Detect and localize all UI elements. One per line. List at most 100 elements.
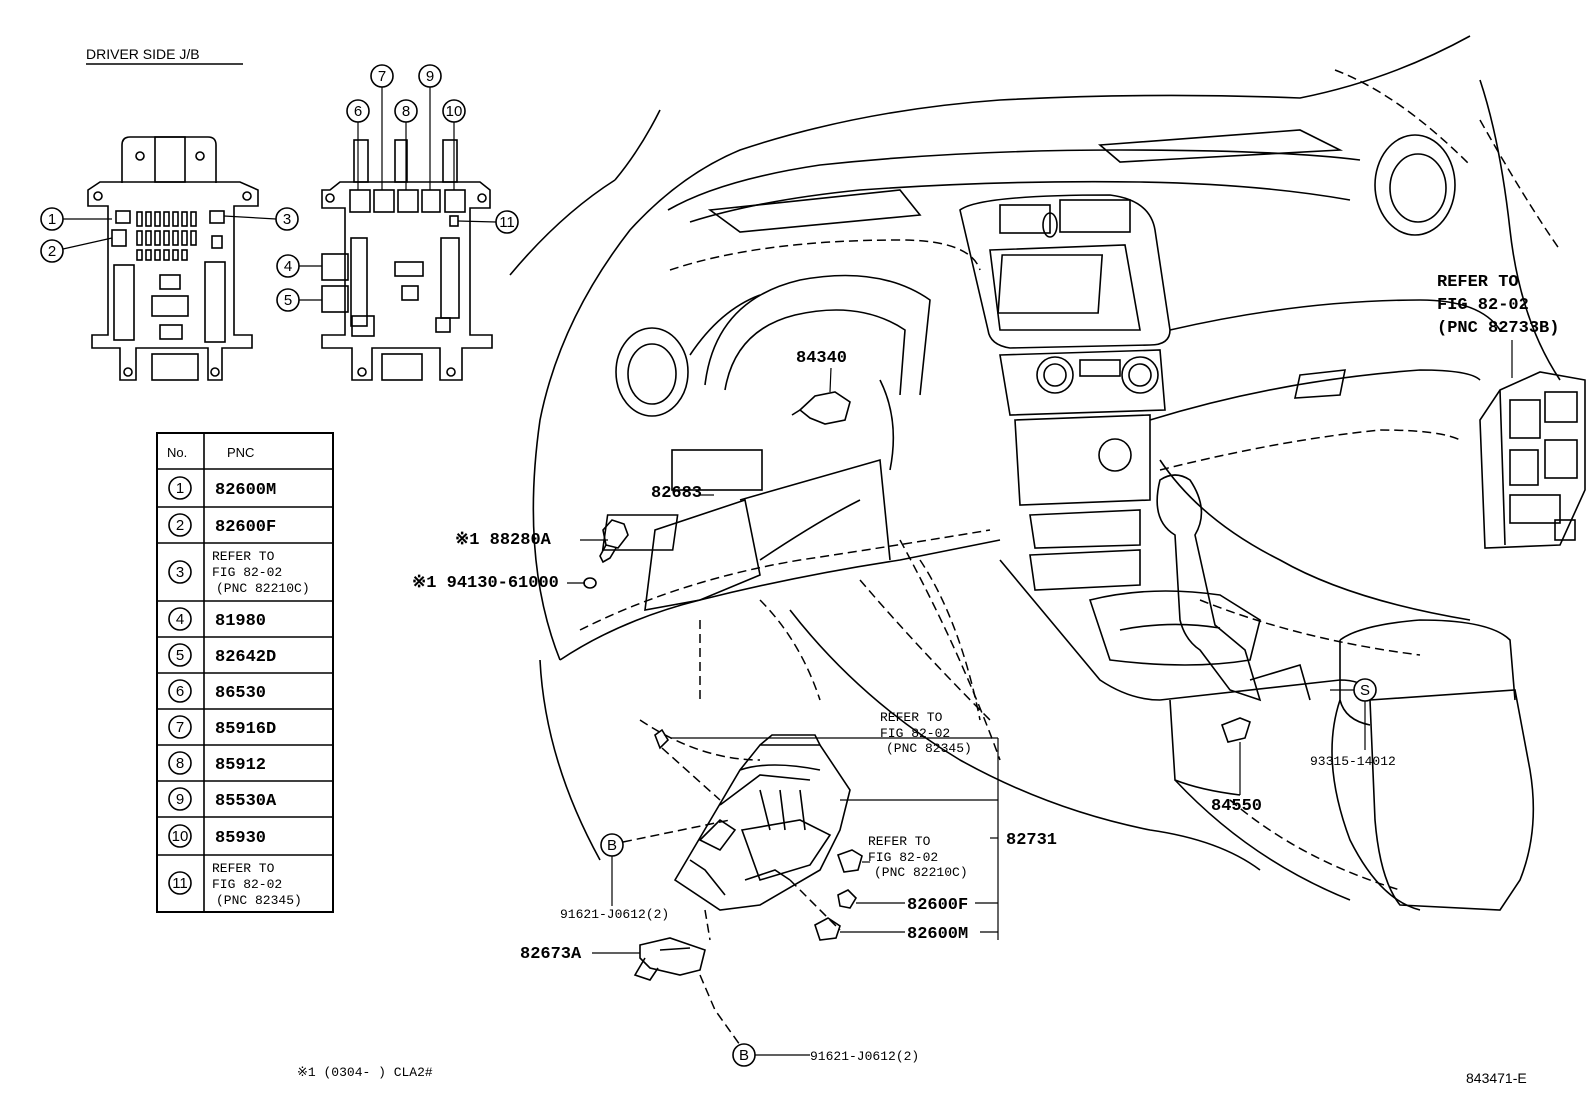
refer-82733b: REFER TO FIG 82-02 (PNC 82733B) (1437, 273, 1586, 549)
table-row: 4 81980 (168, 607, 266, 631)
svg-text:(PNC 82210C): (PNC 82210C) (216, 581, 310, 596)
jb-callout-1: 1 (40, 207, 112, 231)
svg-text:8: 8 (176, 755, 184, 772)
svg-text:(PNC 82733B): (PNC 82733B) (1437, 319, 1559, 338)
jb-callout-4: 4 (276, 254, 322, 278)
svg-text:85916D: 85916D (215, 720, 276, 739)
diagram-title: DRIVER SIDE J/B (86, 46, 200, 62)
footnote: ※1 (0304- ) CLA2# (297, 1065, 433, 1080)
table-header-pnc: PNC (227, 445, 254, 460)
svg-text:7: 7 (176, 719, 184, 736)
svg-text:(PNC 82345): (PNC 82345) (216, 893, 302, 908)
svg-text:7: 7 (378, 68, 386, 85)
svg-text:S: S (1360, 682, 1370, 699)
svg-text:REFER TO: REFER TO (868, 834, 931, 849)
svg-text:81980: 81980 (215, 612, 266, 631)
jb-callout-11: 11 (457, 210, 519, 234)
callout-b-upper: B (600, 819, 731, 906)
table-row: 11 REFER TO FIG 82-02 (PNC 82345) (168, 861, 302, 908)
svg-text:82673A: 82673A (520, 945, 582, 964)
svg-text:FIG 82-02: FIG 82-02 (1437, 296, 1529, 315)
svg-text:86530: 86530 (215, 684, 266, 703)
svg-text:5: 5 (176, 647, 184, 664)
svg-text:91621-J0612(2): 91621-J0612(2) (560, 907, 669, 922)
svg-text:FIG 82-02: FIG 82-02 (880, 726, 950, 741)
svg-text:85930: 85930 (215, 829, 266, 848)
refer-82345: REFER TO FIG 82-02 (PNC 82345) (880, 710, 972, 756)
table-row: 9 85530A (168, 787, 277, 811)
jb-callout-2: 2 (40, 237, 113, 263)
svg-text:8: 8 (402, 103, 410, 120)
svg-text:※1 88280A: ※1 88280A (455, 531, 552, 550)
svg-text:1: 1 (176, 480, 184, 497)
table-header-no: No. (167, 445, 187, 460)
jb-callout-10: 10 (442, 99, 466, 190)
svg-text:9: 9 (176, 791, 184, 808)
svg-text:85912: 85912 (215, 756, 266, 775)
svg-text:82600F: 82600F (907, 896, 968, 915)
jb-callout-3: 3 (223, 207, 299, 231)
jb-callout-8: 8 (394, 99, 418, 190)
svg-text:82600M: 82600M (907, 925, 968, 944)
jb-callout-7: 7 (370, 64, 394, 190)
part-84340: 84340 (791, 349, 851, 425)
svg-text:3: 3 (176, 564, 184, 581)
jb-callout-5: 5 (276, 288, 322, 312)
svg-text:11: 11 (499, 214, 515, 231)
svg-text:REFER TO: REFER TO (880, 710, 943, 725)
part-82673a: 82673A (520, 909, 711, 981)
part-94130-61000: ※1 94130-61000 (412, 574, 597, 593)
svg-text:10: 10 (172, 828, 189, 845)
svg-text:(PNC 82210C): (PNC 82210C) (874, 865, 968, 880)
table-row: 3 REFER TO FIG 82-02 (PNC 82210C) (168, 549, 310, 596)
svg-text:REFER TO: REFER TO (1437, 273, 1519, 292)
svg-text:82642D: 82642D (215, 648, 276, 667)
part-82600m: 82600M (814, 917, 998, 944)
svg-text:2: 2 (176, 517, 184, 534)
svg-text:85530A: 85530A (215, 792, 277, 811)
part-82683: 82683 (651, 484, 714, 503)
svg-text:93315-14012: 93315-14012 (1310, 754, 1396, 769)
svg-text:REFER TO: REFER TO (212, 861, 275, 876)
svg-text:4: 4 (176, 611, 184, 628)
part-93315-14012: S 93315-14012 (1310, 678, 1396, 769)
junction-block-rear-view (321, 139, 493, 381)
svg-text:91621-J0612(2): 91621-J0612(2) (810, 1049, 919, 1064)
part-91621-j0612-upper: 91621-J0612(2) (560, 907, 669, 922)
svg-text:※1 94130-61000: ※1 94130-61000 (412, 574, 559, 593)
svg-text:82600F: 82600F (215, 518, 276, 537)
svg-text:84340: 84340 (796, 349, 847, 368)
svg-text:10: 10 (446, 103, 463, 120)
svg-text:FIG 82-02: FIG 82-02 (212, 565, 282, 580)
part-84550: 84550 (1211, 717, 1262, 816)
junction-block-front-view (87, 136, 259, 381)
svg-text:B: B (739, 1047, 749, 1064)
refer-82210c: REFER TO FIG 82-02 (PNC 82210C) (836, 834, 968, 880)
svg-text:(PNC 82345): (PNC 82345) (886, 741, 972, 756)
callout-b-lower: B 91621-J0612(2) (699, 974, 919, 1067)
svg-text:4: 4 (284, 258, 292, 275)
table-row: 6 86530 (168, 679, 266, 703)
svg-text:82600M: 82600M (215, 481, 276, 500)
svg-text:FIG 82-02: FIG 82-02 (212, 877, 282, 892)
table-row: 1 82600M (168, 476, 276, 500)
svg-text:6: 6 (354, 103, 362, 120)
svg-text:1: 1 (48, 211, 56, 228)
table-row: 5 82642D (168, 643, 276, 667)
dashboard-outline (509, 35, 1561, 911)
svg-text:82683: 82683 (651, 484, 702, 503)
svg-text:B: B (607, 837, 617, 854)
svg-text:6: 6 (176, 683, 184, 700)
table-row: 7 85916D (168, 715, 276, 739)
pnc-table: No. PNC 1 82600M 2 82600F 3 REFER TO FIG… (156, 432, 334, 913)
svg-text:5: 5 (284, 292, 292, 309)
svg-text:11: 11 (172, 875, 188, 892)
svg-text:REFER TO: REFER TO (212, 549, 275, 564)
table-row: 2 82600F (168, 513, 276, 537)
part-82600f: 82600F (837, 889, 998, 915)
jb-callout-6: 6 (346, 99, 370, 190)
part-88280a: ※1 88280A (455, 519, 629, 564)
svg-text:FIG 82-02: FIG 82-02 (868, 850, 938, 865)
drawing-code: 843471-E (1466, 1070, 1527, 1086)
